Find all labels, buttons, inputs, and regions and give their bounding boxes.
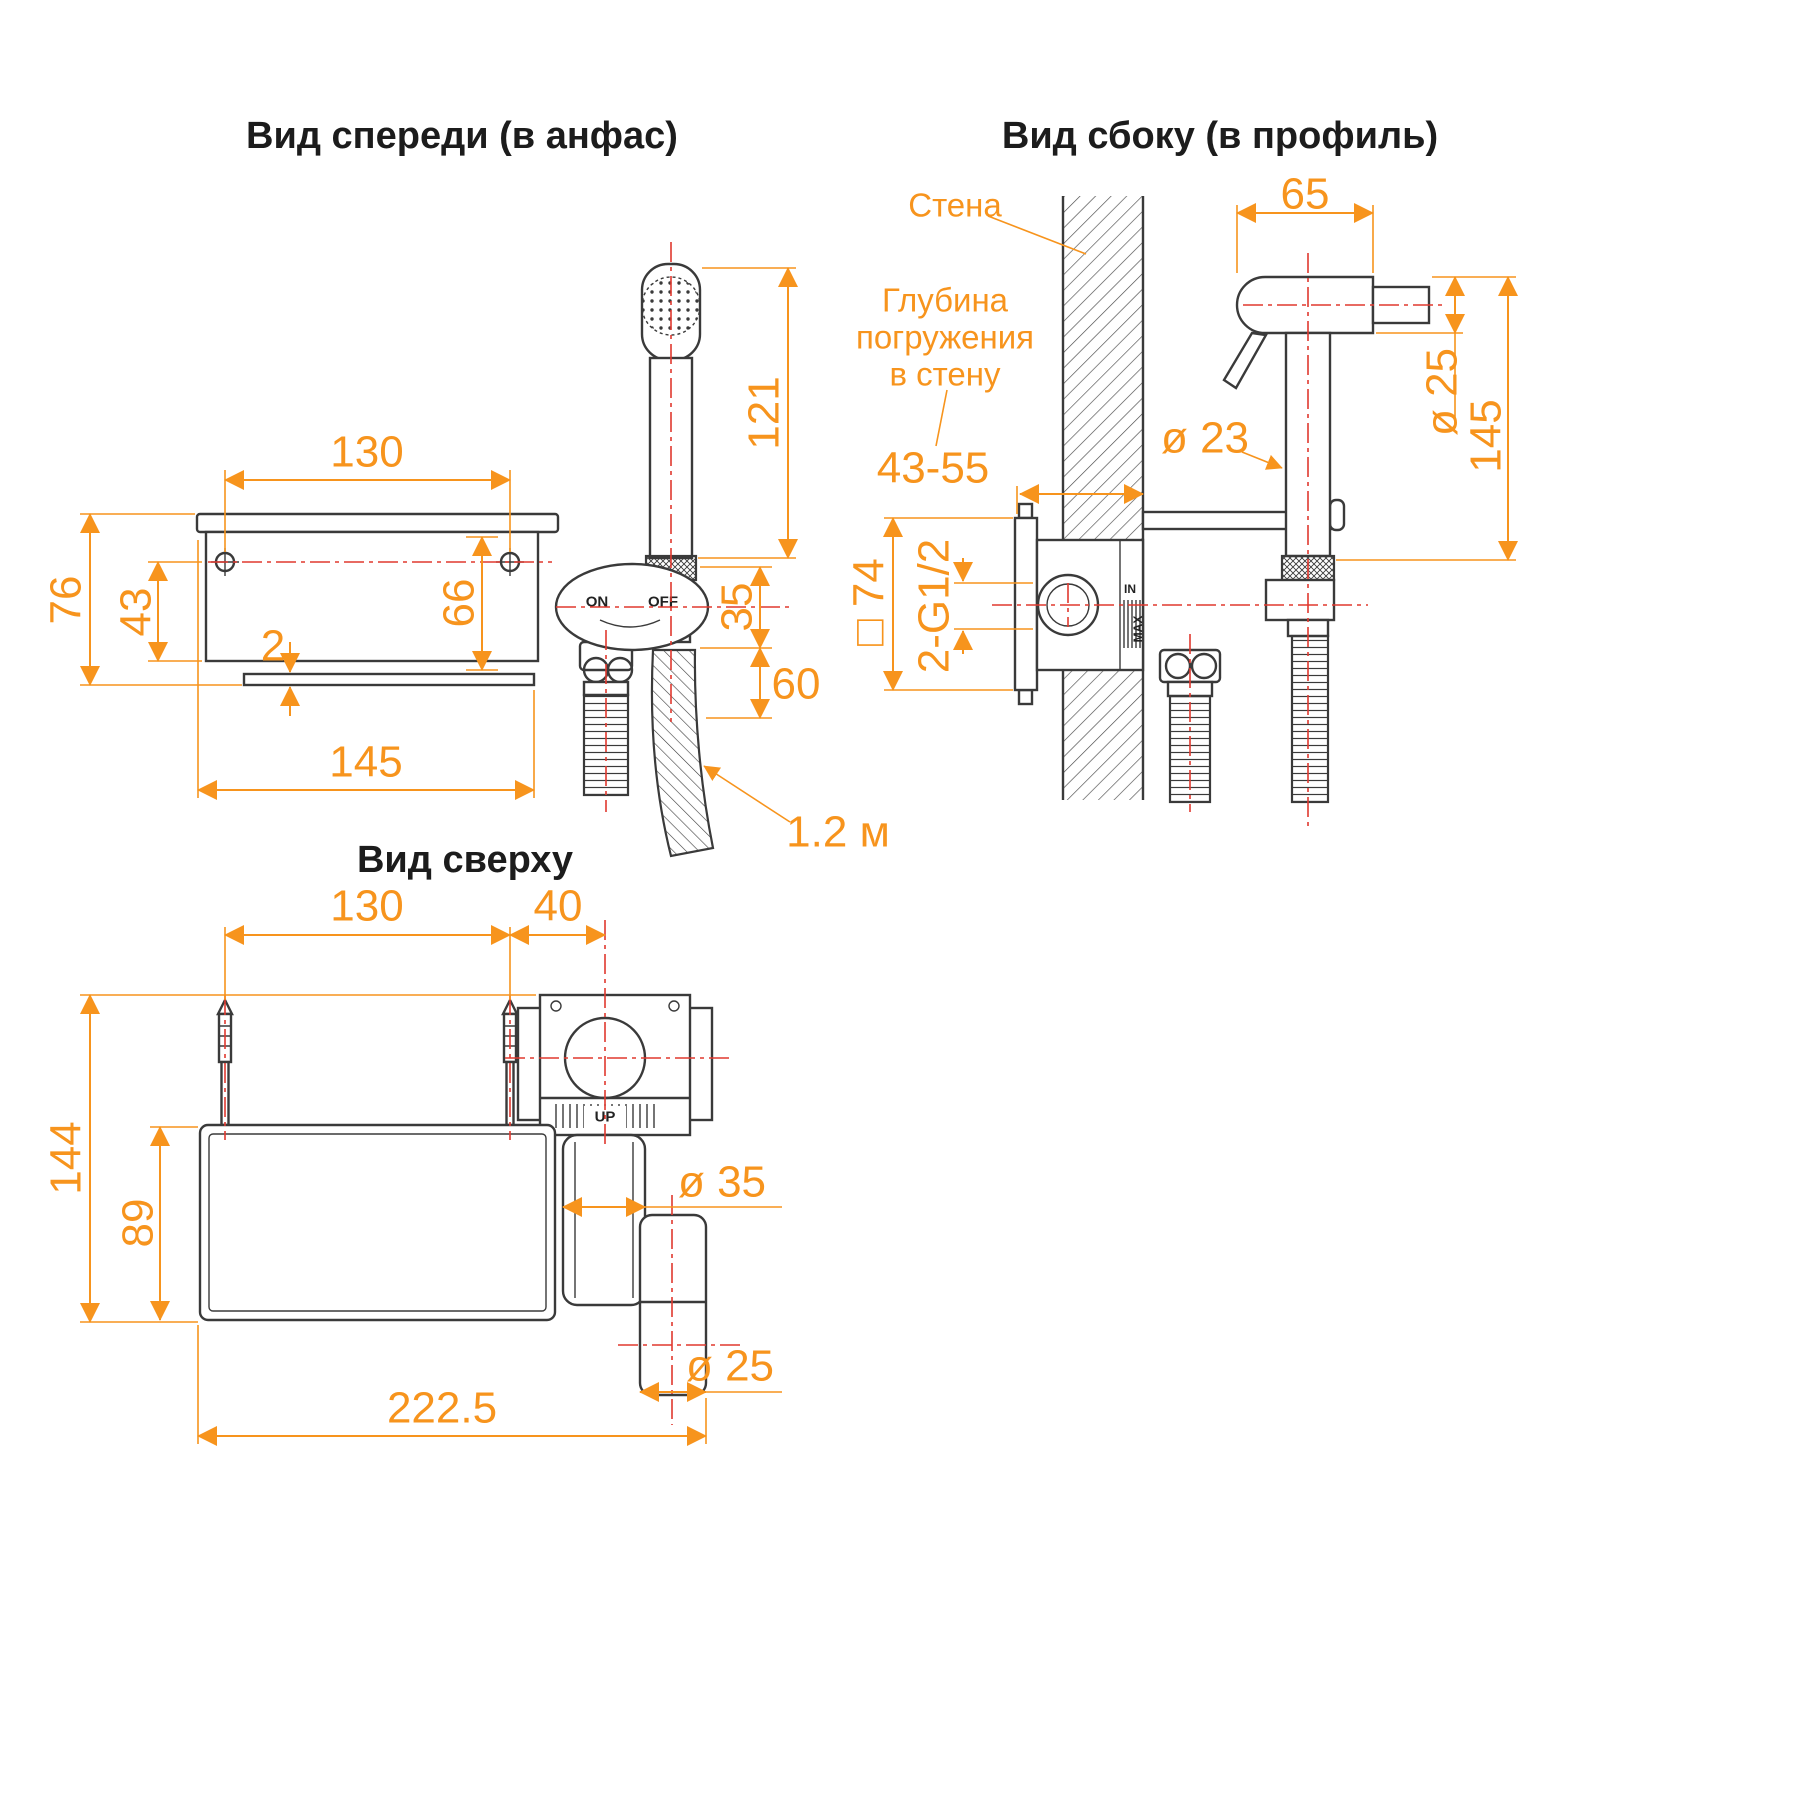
sprayer-lever <box>1222 331 1268 390</box>
side-drawing: IN MAX <box>1013 196 1431 804</box>
dim-130-front-label: 130 <box>330 428 403 477</box>
valve-in-label: IN <box>1124 582 1136 596</box>
dim-sq74: □ 74 <box>845 517 1013 691</box>
top-drawing: UP <box>198 993 714 1397</box>
shelf-body <box>204 530 540 663</box>
dim-89-label: 89 <box>114 1199 163 1248</box>
cylinder-edges <box>574 1142 634 1298</box>
valve-off-label: OFF <box>648 594 678 611</box>
shelf-top-plate <box>195 512 560 534</box>
dim-121-label: 121 <box>740 376 789 449</box>
dim-d35: ø 35 <box>562 1158 782 1217</box>
hose-length-label: 1.2 м <box>786 808 890 857</box>
dim-d25-top-label: ø 25 <box>686 1342 774 1391</box>
dim-145: 145 <box>197 540 535 800</box>
dim-144-label: 144 <box>42 1121 91 1194</box>
dim-76: 76 <box>42 513 242 686</box>
dim-2: 2 <box>261 622 300 716</box>
front-view: Вид спереди (в анфас) <box>42 115 890 858</box>
dim-130-top: 130 <box>224 882 511 1000</box>
dim-d25-top: ø 25 <box>639 1342 782 1402</box>
sprayer-holder-block <box>1264 578 1336 622</box>
dim-sq74-label: □ 74 <box>845 558 894 646</box>
side-centerlines <box>992 253 1442 828</box>
valve-flange-left <box>516 1006 544 1122</box>
dim-d35-label: ø 35 <box>678 1158 766 1207</box>
flange-tab-top <box>1017 502 1034 520</box>
depth-callout: Глубина погружения в стену 43-55 <box>856 282 1144 514</box>
valve-screw-right <box>668 1000 680 1012</box>
ribbed-hose-right <box>1290 634 1330 804</box>
valve-screw-left <box>550 1000 562 1012</box>
dim-depth-label: 43-55 <box>877 444 990 493</box>
valve-back-flange <box>1013 516 1039 692</box>
dim-145-side-label: 145 <box>1462 399 1511 472</box>
dim-40: 40 <box>509 882 606 945</box>
dim-66-label: 66 <box>435 579 484 628</box>
spray-face <box>641 276 701 336</box>
dim-130-front: 130 <box>224 428 511 552</box>
dim-145-side: 145 <box>1336 276 1518 561</box>
front-view-title: Вид спереди (в анфас) <box>246 115 678 157</box>
dim-65: 65 <box>1236 170 1374 273</box>
dim-d23: ø 23 <box>1161 414 1283 470</box>
flange-tab-bottom <box>1017 688 1034 706</box>
depth-label-1: Глубина <box>882 282 1009 319</box>
top-centerlines <box>224 920 742 1425</box>
depth-label-2: погружения <box>856 319 1034 356</box>
dim-2-label: 2 <box>261 622 285 671</box>
side-view-title: Вид сбоку (в профиль) <box>1002 115 1438 157</box>
dim-66: 66 <box>435 536 498 671</box>
front-drawing: ON OFF <box>195 262 715 858</box>
dim-d23-label: ø 23 <box>1161 414 1249 463</box>
valve-arrow-arc <box>599 619 661 628</box>
dim-60: 60 <box>706 647 821 719</box>
wall-label: Стена <box>908 187 1002 224</box>
valve-grill <box>1123 600 1141 648</box>
dim-65-label: 65 <box>1281 170 1330 219</box>
dim-130-top-label: 130 <box>330 882 403 931</box>
flexible-hose <box>650 648 715 858</box>
wall-hatching <box>1063 196 1143 800</box>
dim-43: 43 <box>112 561 202 662</box>
dim-35: 35 <box>700 566 772 649</box>
top-view: Вид сверху UP <box>42 839 782 1446</box>
shelf-inner-edge <box>208 1133 547 1312</box>
side-view: Вид сбоку (в профиль) IN MAX <box>845 115 1518 828</box>
dim-thread-label: 2-G1/2 <box>910 539 959 674</box>
dim-thread: 2-G1/2 <box>910 539 1033 674</box>
dim-2225-label: 222.5 <box>387 1384 497 1433</box>
valve-max-label: MAX <box>1131 616 1145 643</box>
wall-callout: Стена <box>908 187 1087 255</box>
depth-label-3: в стену <box>889 356 1001 393</box>
dim-121: 121 <box>698 267 798 559</box>
shelf-base-plate <box>242 672 536 687</box>
dim-89: 89 <box>114 1126 198 1321</box>
holder-hook <box>1328 498 1346 532</box>
top-view-title: Вид сверху <box>357 839 573 881</box>
dim-40-label: 40 <box>534 882 583 931</box>
dim-2225: 222.5 <box>197 1325 707 1446</box>
dim-76-label: 76 <box>42 576 91 625</box>
dim-35-label: 35 <box>713 583 762 632</box>
shelf-top-view <box>198 1123 557 1322</box>
valve-flange-right <box>686 1006 714 1122</box>
dim-d25-side-label: ø 25 <box>1418 348 1467 436</box>
dim-43-label: 43 <box>112 588 161 637</box>
hose-length-callout: 1.2 м <box>703 765 890 857</box>
dim-d25-side: ø 25 <box>1376 276 1516 436</box>
dim-145-label: 145 <box>329 738 402 787</box>
dim-60-label: 60 <box>772 660 821 709</box>
dim-144: 144 <box>42 994 536 1323</box>
valve-on-label: ON <box>586 594 609 611</box>
